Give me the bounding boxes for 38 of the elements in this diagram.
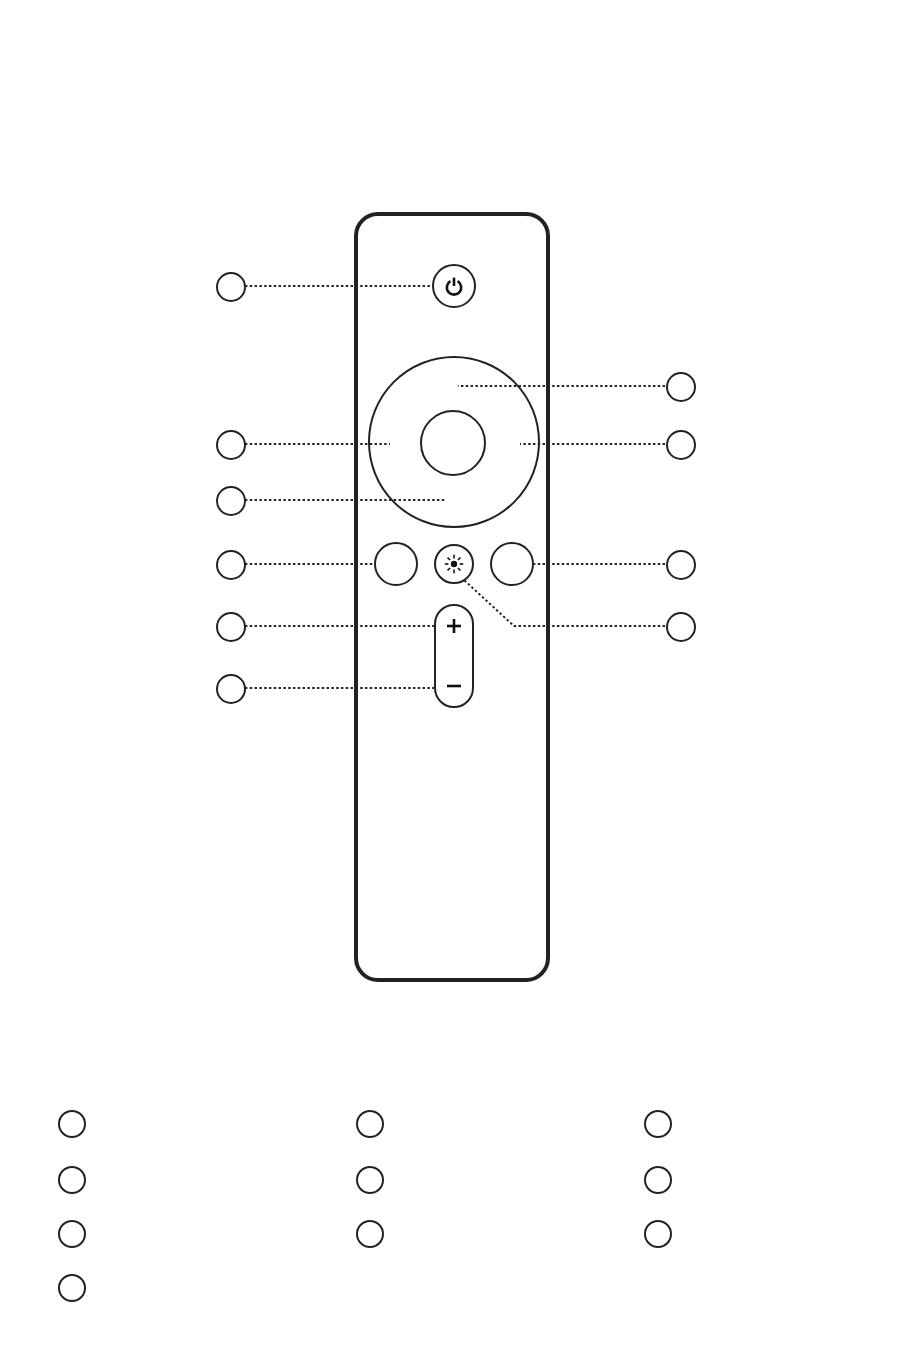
callout-circle	[58, 1110, 86, 1138]
callout-circle	[356, 1220, 384, 1248]
center-button	[419, 409, 485, 475]
leader-line	[244, 625, 435, 627]
leader-line	[463, 579, 666, 627]
leader-line	[533, 563, 666, 565]
callout-circle	[356, 1110, 384, 1138]
callout-circle	[215, 673, 245, 703]
leader-line	[244, 499, 447, 501]
leader-line	[244, 443, 391, 445]
round-button	[374, 542, 418, 586]
callout-circle	[215, 429, 245, 459]
leader-line	[457, 385, 666, 387]
callout-circle	[215, 611, 245, 641]
callout-circle	[644, 1166, 672, 1194]
remote-control-body	[354, 212, 550, 982]
callout-circle	[665, 611, 695, 641]
power-button	[432, 264, 476, 308]
callout-circle	[665, 429, 695, 459]
leader-line	[244, 285, 433, 287]
callout-circle	[215, 485, 245, 515]
navigation-ring	[368, 356, 540, 528]
callout-circle	[58, 1274, 86, 1302]
round-button	[490, 542, 534, 586]
callout-circle	[665, 549, 695, 579]
callout-circle	[58, 1166, 86, 1194]
light-button	[434, 544, 474, 584]
volume-rocker	[434, 604, 474, 708]
callout-circle	[644, 1110, 672, 1138]
leader-line	[519, 443, 666, 445]
leader-line	[244, 563, 375, 565]
callout-circle	[215, 549, 245, 579]
callout-circle	[356, 1166, 384, 1194]
callout-circle	[665, 371, 695, 401]
callout-circle	[644, 1220, 672, 1248]
leader-line	[244, 687, 435, 689]
callout-circle	[58, 1220, 86, 1248]
callout-circle	[215, 271, 245, 301]
